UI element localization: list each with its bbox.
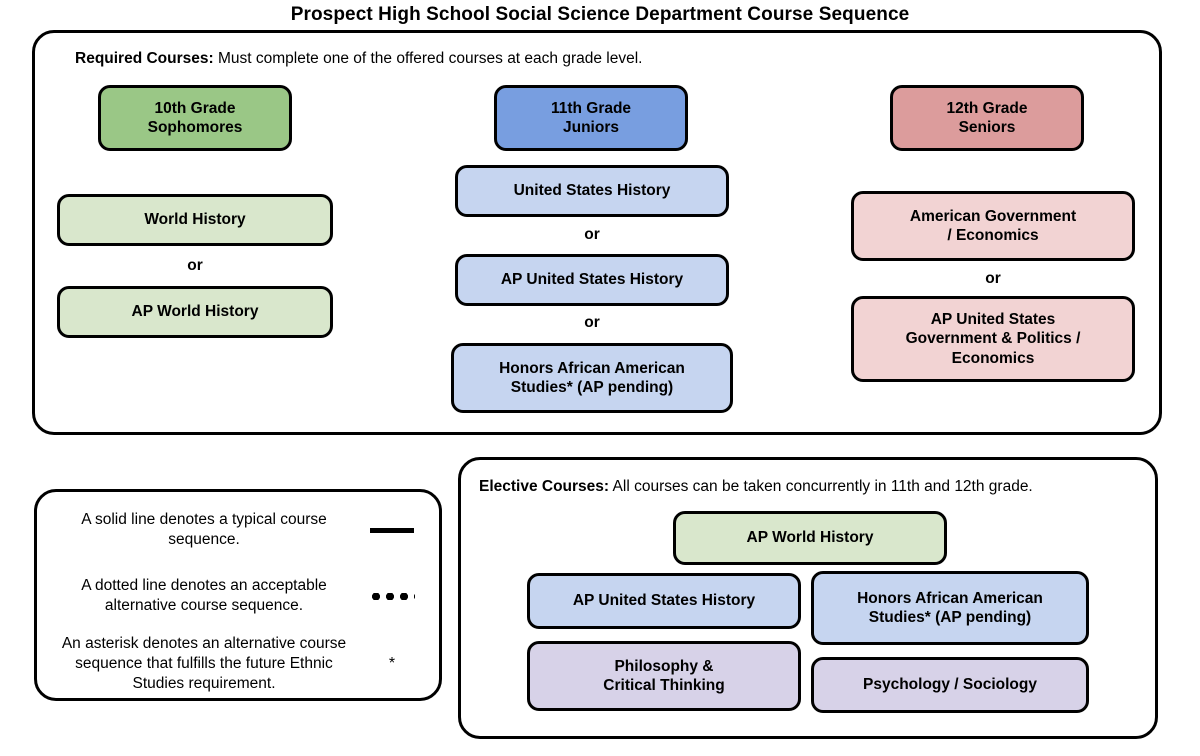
grade-header-10th-line2: Sophomores [147, 119, 243, 136]
legend-row-asterisk: An asterisk denotes an alternative cours… [53, 634, 425, 694]
grade-header-11th-text: 11th Grade Juniors [551, 99, 631, 138]
required-caption-strong: Required Courses: [75, 50, 214, 67]
legend-symbol-solid-line-wrap [359, 527, 425, 533]
course-label-ap-us-government: AP United States Government & Politics /… [906, 310, 1081, 368]
course-label-ap-us-government-line1: AP United States [930, 310, 1056, 328]
grade-header-10th-line1: 10th Grade [154, 99, 236, 117]
legend-symbol-dotted-line-wrap [359, 592, 425, 600]
elective-label-honors-aas: Honors African American Studies* (AP pen… [857, 589, 1043, 628]
grade-header-12th-line1: 12th Grade [946, 99, 1028, 117]
course-label-ap-us-history: AP United States History [500, 271, 684, 289]
elective-label-philosophy-line1: Philosophy & [614, 657, 714, 675]
course-box-honors-african-american-studies[interactable]: Honors African American Studies* (AP pen… [451, 343, 733, 413]
legend-text-dotted-line: A dotted line denotes an acceptable alte… [81, 577, 327, 615]
grade-header-12th-text: 12th Grade Seniors [947, 99, 1028, 138]
elective-box-psychology-sociology[interactable]: Psychology / Sociology [811, 657, 1089, 713]
course-label-american-government-line2: / Economics [947, 227, 1039, 244]
course-label-honors-aas: Honors African American Studies* (AP pen… [499, 359, 685, 398]
elective-label-honors-aas-line2: Studies* (AP pending) [868, 609, 1032, 626]
elective-box-ap-world-history[interactable]: AP World History [673, 511, 947, 565]
course-box-ap-us-government-politics-economics[interactable]: AP United States Government & Politics /… [851, 296, 1135, 382]
electives-caption-rest: All courses can be taken concurrently in… [609, 478, 1033, 495]
elective-label-psychology-sociology: Psychology / Sociology [863, 676, 1037, 694]
grade-header-10th-text: 10th Grade Sophomores [148, 99, 243, 138]
course-label-ap-world-history: AP World History [131, 303, 259, 321]
grade-header-11th-line2: Juniors [563, 119, 619, 136]
grade-header-11th[interactable]: 11th Grade Juniors [494, 85, 688, 151]
solid-line-icon [370, 527, 414, 533]
required-caption-rest: Must complete one of the offered courses… [213, 50, 643, 67]
required-courses-caption: Required Courses: Must complete one of t… [75, 50, 642, 69]
or-label-grade11-first: or [584, 226, 600, 243]
course-box-ap-us-history[interactable]: AP United States History [455, 254, 729, 306]
course-box-world-history[interactable]: World History [57, 194, 333, 246]
legend-text-solid-line: A solid line denotes a typical course se… [81, 511, 327, 549]
course-box-us-history[interactable]: United States History [455, 165, 729, 217]
elective-box-ap-united-states-history[interactable]: AP United States History [527, 573, 801, 629]
grade-header-10th[interactable]: 10th Grade Sophomores [98, 85, 292, 151]
course-label-world-history: World History [144, 211, 246, 229]
elective-courses-caption: Elective Courses: All courses can be tak… [479, 478, 1033, 497]
elective-box-philosophy-critical-thinking[interactable]: Philosophy & Critical Thinking [527, 641, 801, 711]
or-label-grade10: or [187, 257, 203, 274]
grade-header-11th-line1: 11th Grade [550, 99, 632, 117]
course-label-ap-us-government-line3: Economics [951, 349, 1035, 367]
grade-header-12th[interactable]: 12th Grade Seniors [890, 85, 1084, 151]
asterisk-icon: * [388, 655, 396, 673]
course-label-us-history: United States History [513, 182, 671, 200]
course-label-ap-us-government-line2: Government & Politics / [905, 330, 1081, 348]
legend-row-dotted-line: A dotted line denotes an acceptable alte… [53, 576, 425, 616]
dotted-line-icon [369, 592, 415, 600]
elective-label-ap-united-states-history: AP United States History [572, 592, 756, 610]
legend-symbol-asterisk-wrap: * [359, 656, 425, 672]
course-label-honors-aas-line2: Studies* (AP pending) [510, 379, 674, 396]
elective-label-honors-aas-line1: Honors African American [857, 589, 1043, 607]
grade-header-12th-line2: Seniors [958, 119, 1016, 136]
course-box-ap-world-history[interactable]: AP World History [57, 286, 333, 338]
elective-label-philosophy: Philosophy & Critical Thinking [603, 657, 724, 696]
legend-panel: A solid line denotes a typical course se… [34, 489, 442, 701]
elective-box-honors-african-american-studies[interactable]: Honors African American Studies* (AP pen… [811, 571, 1089, 645]
or-label-grade12: or [985, 270, 1001, 287]
electives-caption-strong: Elective Courses: [479, 478, 610, 495]
or-label-grade11-second: or [584, 314, 600, 331]
course-label-american-government-line1: American Government [909, 207, 1077, 225]
elective-label-philosophy-line2: Critical Thinking [603, 677, 725, 694]
course-label-american-government: American Government / Economics [910, 207, 1076, 246]
page-title: Prospect High School Social Science Depa… [290, 4, 910, 25]
course-box-american-government-economics[interactable]: American Government / Economics [851, 191, 1135, 261]
elective-label-ap-world-history: AP World History [746, 529, 874, 547]
legend-row-solid-line: A solid line denotes a typical course se… [53, 510, 425, 550]
legend-text-asterisk: An asterisk denotes an alternative cours… [61, 635, 347, 693]
course-label-honors-aas-line1: Honors African American [499, 359, 685, 377]
